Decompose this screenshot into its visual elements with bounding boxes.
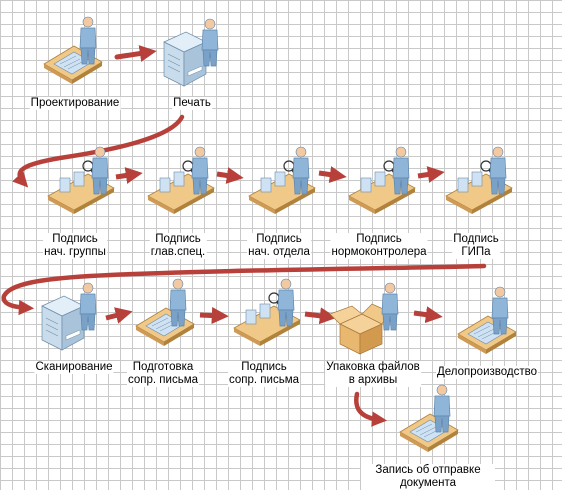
label-dispatch-record: Запись об отправке документа [361,464,495,490]
label-sign-letter: Подпись сопр. письма [228,361,300,387]
arrow-gip-to-scan [1,263,487,316]
arrow-normcontrol-to-gip [417,166,445,183]
person-at-drafting-desk-icon [135,278,195,347]
label-design: Проектирование [29,97,121,110]
person-at-copier-icon [41,282,97,351]
arrow-pack-to-records [413,306,443,324]
arrow-chiefspec-to-dept [216,167,244,184]
inspector-at-conveyor-icon [445,146,513,215]
arrow-signletter-to-pack [304,307,337,325]
person-packing-box-icon [329,282,399,355]
arrow-prep-to-signletter [199,307,229,325]
arrow-group-to-chiefspec [115,167,143,184]
label-scan: Сканирование [34,361,114,374]
person-at-drafting-desk-icon [399,384,459,453]
inspector-at-conveyor-icon [147,146,215,215]
inspector-at-conveyor-icon [248,146,316,215]
label-sign-group: Подпись нач. группы [43,233,107,259]
person-at-drafting-desk-icon [457,286,517,355]
person-at-drafting-desk-icon [43,16,103,85]
label-sign-normcontrol: Подпись нормоконтролера [330,233,428,259]
arrow-print-to-sign-group [12,114,185,188]
label-records: Делопроизводство [436,366,538,379]
person-at-copier-icon [163,18,219,87]
arrow-dept-to-normcontrol [318,166,347,183]
inspector-at-conveyor-icon [233,278,301,347]
label-print: Печать [172,97,212,110]
arrow-design-to-print [114,45,157,62]
arrow-scan-to-prep [105,307,133,324]
label-sign-chief-spec: Подпись глав.спец. [149,233,207,259]
arrows [1,45,487,427]
label-sign-dept: Подпись нач. отдела [247,233,311,259]
label-pack-files: Упаковка файлов в архивы [325,361,421,387]
inspector-at-conveyor-icon [348,146,416,215]
label-prep-letter: Подготовка сопр. письма [127,361,199,387]
arrow-pack-to-dispatch [354,391,388,427]
label-sign-gip: Подпись ГИПа [452,233,500,259]
